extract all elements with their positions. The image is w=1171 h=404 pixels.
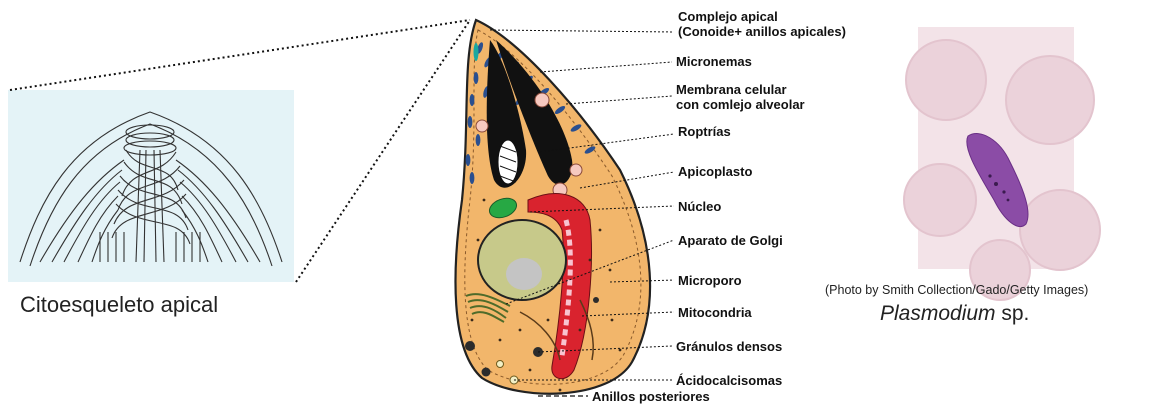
label-complejo-apical-line1: Complejo apical [678, 9, 846, 24]
conoid-marker [474, 43, 479, 61]
label-apicoplasto-line1: Apicoplasto [678, 164, 752, 179]
photo-credit: (Photo by Smith Collection/Gado/Getty Im… [825, 283, 1088, 297]
species-suffix: sp. [996, 302, 1030, 325]
label-micronemas: Micronemas [676, 54, 752, 69]
label-anillos-posteriores-line1: Anillos posteriores [592, 389, 710, 404]
label-golgi-line1: Aparato de Golgi [678, 233, 783, 248]
zoom-line-bottom [296, 20, 470, 282]
nucleolus [506, 258, 542, 290]
cytoskeleton-panel [8, 20, 470, 282]
label-mitocondria: Mitocondria [678, 305, 752, 320]
label-microporo: Microporo [678, 273, 742, 288]
label-complejo-apical: Complejo apical (Conoide+ anillos apical… [678, 9, 846, 39]
cytoskeleton-caption: Citoesqueleto apical [20, 292, 218, 318]
label-mitocondria-line1: Mitocondria [678, 305, 752, 320]
parasite-cell [455, 20, 650, 394]
label-membrana: Membrana celular con comlejo alveolar [676, 82, 805, 112]
label-golgi: Aparato de Golgi [678, 233, 783, 248]
label-roptrias: Roptrías [678, 124, 731, 139]
cytoskeleton-background [8, 90, 294, 282]
label-granulos-line1: Gránulos densos [676, 339, 782, 354]
label-acidocalcisomas-line1: Ácidocalcisomas [676, 373, 782, 388]
species-genus: Plasmodium [880, 302, 996, 325]
label-microporo-line1: Microporo [678, 273, 742, 288]
label-anillos-posteriores: Anillos posteriores [592, 389, 710, 404]
species-name: Plasmodium sp. [880, 302, 1029, 326]
plasmodium-photo [904, 27, 1100, 300]
label-acidocalcisomas: Ácidocalcisomas [676, 373, 782, 388]
label-membrana-line2: con comlejo alveolar [676, 97, 805, 112]
label-micronemas-line1: Micronemas [676, 54, 752, 69]
label-nucleo: Núcleo [678, 199, 721, 214]
label-roptrias-line1: Roptrías [678, 124, 731, 139]
label-complejo-apical-line2: (Conoide+ anillos apicales) [678, 24, 846, 39]
label-granulos: Gránulos densos [676, 339, 782, 354]
label-apicoplasto: Apicoplasto [678, 164, 752, 179]
label-membrana-line1: Membrana celular [676, 82, 805, 97]
zoom-line-top [10, 20, 470, 90]
label-nucleo-line1: Núcleo [678, 199, 721, 214]
